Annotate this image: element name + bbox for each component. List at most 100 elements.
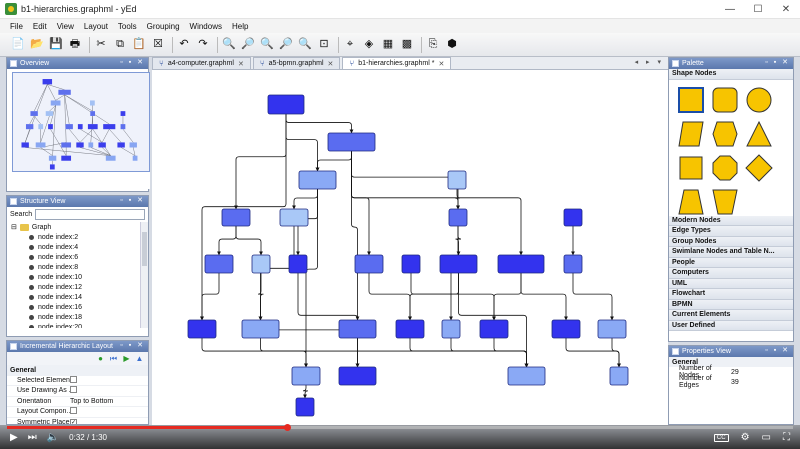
graph-node[interactable] <box>551 319 581 339</box>
fullscreen-icon[interactable]: ⛶ <box>783 432 790 443</box>
settings-gear-icon[interactable]: ⚙ <box>740 432 750 443</box>
graph-node[interactable] <box>479 319 509 339</box>
paste-icon[interactable]: 📋 <box>132 38 146 50</box>
graph-node[interactable] <box>338 319 377 339</box>
tree-scrollbar[interactable] <box>140 222 148 328</box>
graph-node[interactable] <box>204 254 234 274</box>
palette-section[interactable]: User Defined <box>669 320 793 331</box>
palette-section[interactable]: UML <box>669 278 793 289</box>
graph-edge[interactable] <box>351 151 460 210</box>
graph-node[interactable] <box>563 254 583 274</box>
menu-grouping[interactable]: Grouping <box>146 21 180 31</box>
palette-section[interactable]: People <box>669 257 793 268</box>
tree-item[interactable]: node index:10 <box>7 272 148 282</box>
reset-icon[interactable]: ⏮ <box>109 353 118 363</box>
maximize-button[interactable]: ☐ <box>753 4 763 15</box>
video-progress-knob[interactable] <box>283 424 291 431</box>
save-icon[interactable]: 💾 <box>49 38 63 50</box>
tree-scroll-thumb[interactable] <box>142 232 147 266</box>
video-progress-track[interactable] <box>7 424 793 431</box>
graph-edge[interactable] <box>611 338 621 368</box>
zoom-in-icon[interactable]: 🔍 <box>222 38 236 50</box>
apply-layout-icon[interactable]: ● <box>98 354 103 363</box>
palette-shape-trapezoid[interactable] <box>674 186 707 219</box>
graph-node[interactable] <box>447 170 467 190</box>
menu-edit[interactable]: Edit <box>32 21 47 31</box>
layout-property-value[interactable]: Top to Bottom <box>70 398 148 405</box>
panel-controls-icon[interactable]: ▫ ▪ ✕ <box>120 342 145 349</box>
graph-node[interactable] <box>251 254 271 274</box>
graph-node[interactable] <box>279 208 309 227</box>
menu-file[interactable]: File <box>10 21 23 31</box>
layout-icon[interactable]: ▦ <box>382 38 394 50</box>
tab-close-icon[interactable]: ✕ <box>327 60 334 68</box>
menu-tools[interactable]: Tools <box>117 21 137 31</box>
palette-section[interactable]: BPMN <box>669 299 793 310</box>
palette-section[interactable]: Current Elements <box>669 310 793 321</box>
overview-canvas[interactable] <box>10 72 150 189</box>
graph-edge[interactable] <box>217 226 237 256</box>
captions-button[interactable]: CC <box>713 433 729 442</box>
snap-icon[interactable]: ⎘ <box>428 38 438 50</box>
overview-viewport[interactable] <box>12 72 150 172</box>
zoom-area-icon[interactable]: 🔍 <box>298 38 312 50</box>
checkbox[interactable]: ✓ <box>70 418 77 425</box>
graph-edge[interactable] <box>572 273 614 321</box>
panel-controls-icon[interactable]: ▫ ▪ ✕ <box>120 197 145 204</box>
zoom-out-icon[interactable]: 🔎 <box>241 38 255 50</box>
graph-node[interactable] <box>507 366 546 386</box>
palette-shape-diamond[interactable] <box>742 152 775 185</box>
edit-mode-icon[interactable]: ⌖ <box>346 38 354 50</box>
graph-edge[interactable] <box>520 273 568 321</box>
graph-node[interactable] <box>597 319 627 339</box>
layout-property-value[interactable]: ✓ <box>70 418 148 425</box>
tree-item[interactable]: node index:14 <box>7 292 148 302</box>
navigate-mode-icon[interactable]: ◈ <box>364 38 374 50</box>
tab-close-icon[interactable]: ✕ <box>237 60 244 68</box>
tree-item[interactable]: node index:12 <box>7 282 148 292</box>
panel-controls-icon[interactable]: ▫ ▪ ✕ <box>120 59 145 66</box>
graph-node[interactable] <box>439 254 478 274</box>
palette-shape-hexagon-wide[interactable] <box>708 118 741 151</box>
collapse-icon[interactable]: ▲ <box>135 354 144 363</box>
palette-section[interactable]: Edge Types <box>669 226 793 237</box>
properties-section-header[interactable]: General <box>669 357 793 367</box>
graph-edge[interactable] <box>454 189 461 210</box>
palette-shape-parallelogram[interactable] <box>674 118 707 151</box>
zoom-fit-icon[interactable]: 🔍 <box>260 38 274 50</box>
graph-edge[interactable] <box>450 338 529 368</box>
tab-nav-icon[interactable]: ◂ ▸ ▾ <box>634 59 664 66</box>
palette-shape-trapezoid-inverted[interactable] <box>708 186 741 219</box>
miniplayer-icon[interactable]: ▭ <box>761 432 771 443</box>
graph-edge[interactable] <box>368 273 412 321</box>
menu-windows[interactable]: Windows <box>189 21 222 31</box>
palette-shape-rect-selected[interactable] <box>674 84 707 117</box>
next-icon[interactable]: ⏭ <box>27 432 37 443</box>
layout-section-header[interactable]: General <box>7 365 148 376</box>
close-button[interactable]: ✕ <box>781 4 791 15</box>
menu-view[interactable]: View <box>56 21 74 31</box>
fit-content-icon[interactable]: ⊡ <box>319 38 329 50</box>
graph-edge[interactable] <box>200 114 287 321</box>
graph-edge[interactable] <box>351 151 523 256</box>
graph-edge[interactable] <box>200 273 220 321</box>
play-icon[interactable]: ▶ <box>10 432 18 443</box>
graph-edge[interactable] <box>565 338 621 368</box>
checkbox[interactable] <box>70 386 77 394</box>
palette-shape-octagon[interactable] <box>708 152 741 185</box>
graph-node[interactable] <box>563 208 583 227</box>
graph-node[interactable] <box>327 132 376 152</box>
graph-node[interactable] <box>288 254 308 274</box>
tab-close-icon[interactable]: ✕ <box>438 60 445 68</box>
graph-node[interactable] <box>187 319 217 339</box>
graph-node[interactable] <box>241 319 280 339</box>
grid-icon[interactable]: ▩ <box>401 38 413 50</box>
graph-node[interactable] <box>401 254 421 274</box>
graph-node[interactable] <box>395 319 425 339</box>
graph-edge[interactable] <box>458 273 529 368</box>
tab-document[interactable]: ⑂b1-hierarchies.graphml *✕ <box>342 57 452 69</box>
graph-edge[interactable] <box>234 114 287 210</box>
checkbox[interactable] <box>70 375 77 383</box>
tree-item[interactable]: node index:20 <box>7 322 148 328</box>
copy-icon[interactable]: ⧉ <box>116 38 124 50</box>
